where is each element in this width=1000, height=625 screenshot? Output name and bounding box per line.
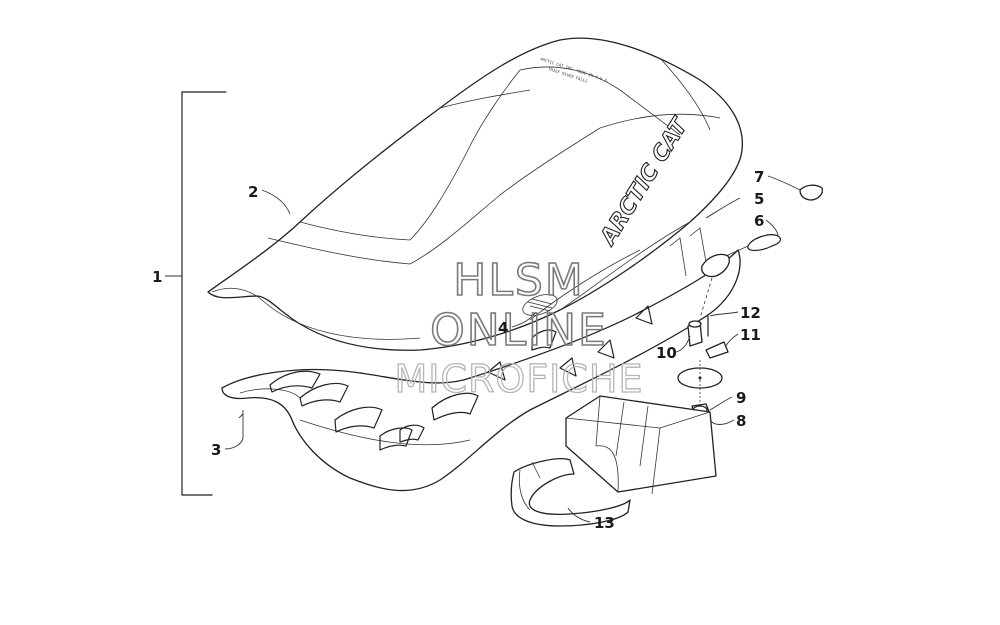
callout-2: 2	[248, 183, 258, 201]
callout-1: 1	[152, 268, 162, 286]
strap	[510, 458, 631, 527]
callout-4: 4	[498, 319, 508, 337]
fastener-parts	[677, 315, 729, 419]
callout-3: 3	[211, 441, 221, 459]
watermark-line-3: MICROFICHE	[394, 357, 643, 401]
assembly-bracket	[165, 91, 227, 496]
seat-base	[221, 227, 741, 492]
callout-8: 8	[736, 412, 746, 430]
callouts: 1 2 3 4 5 6 7 8 9 10 11 12 13	[152, 168, 764, 532]
callout-10: 10	[656, 344, 677, 362]
watermark-line-2: ONLINE	[430, 305, 608, 356]
watermark-line-1: HLSM	[453, 255, 585, 306]
leader-lines	[224, 175, 801, 523]
callout-6: 6	[754, 212, 764, 230]
callout-11: 11	[740, 326, 761, 344]
hinge-hardware	[699, 184, 824, 319]
callout-5: 5	[754, 190, 764, 208]
seat-cushion: ARCTIC CAT INC. MADE IN U.S.A. THIEF RIV…	[207, 37, 744, 351]
callout-9: 9	[736, 389, 746, 407]
callout-7: 7	[754, 168, 764, 186]
foam-block	[565, 395, 717, 495]
callout-12: 12	[740, 304, 761, 322]
watermark: HLSM ONLINE MICROFICHE	[394, 254, 643, 401]
callout-13: 13	[594, 514, 615, 532]
